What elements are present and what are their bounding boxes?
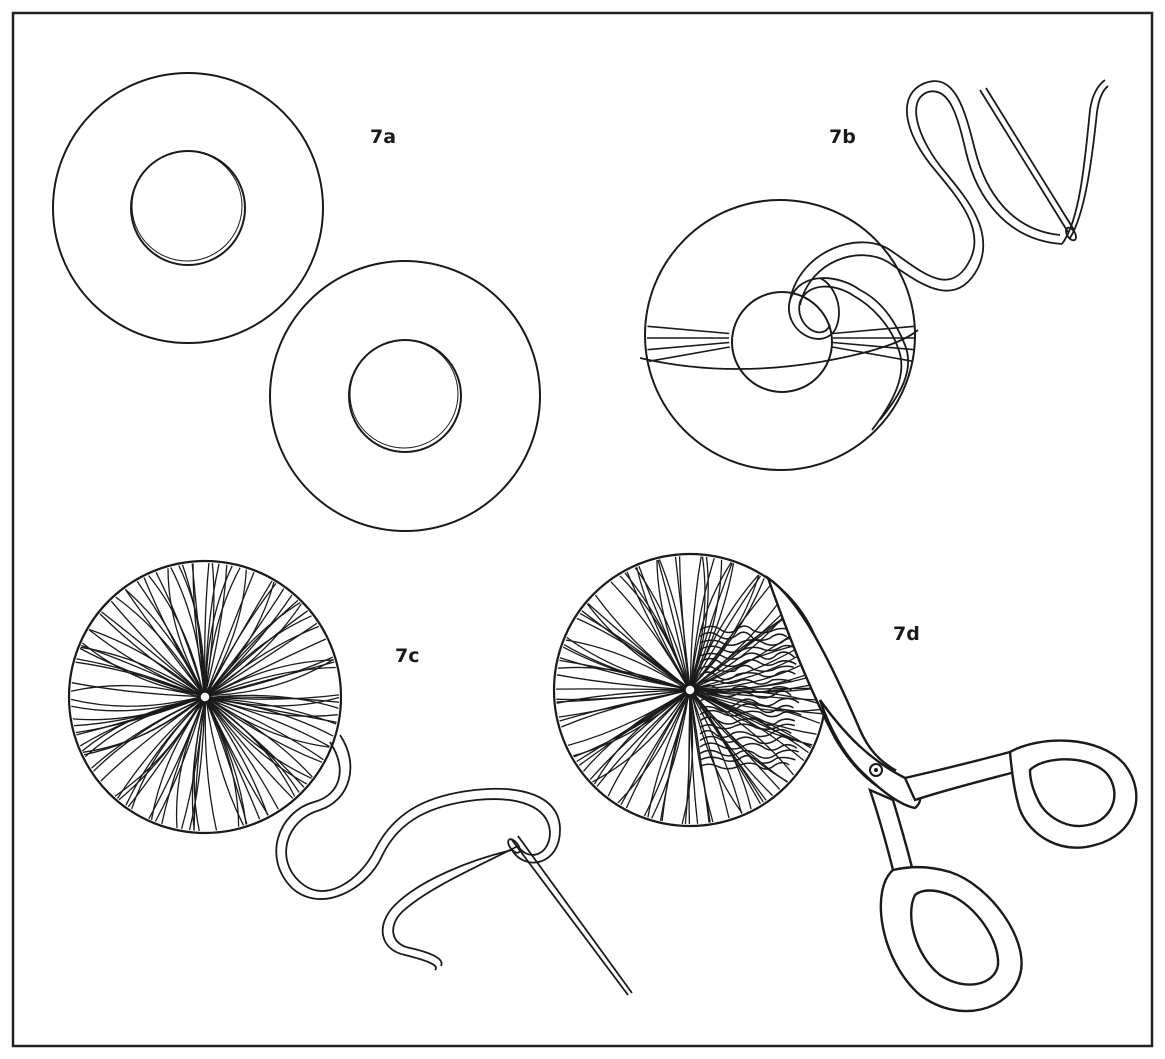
- scissors-icon: [768, 578, 1136, 1011]
- cardboard-ring-icon: [645, 200, 915, 470]
- panel-7a: 7a: [53, 73, 540, 531]
- panel-7d: 7d: [554, 554, 1136, 1011]
- cardboard-ring-icon: [270, 261, 540, 531]
- wound-yarn-strands: [640, 326, 918, 369]
- needle-icon: [506, 836, 632, 995]
- cardboard-ring-icon: [53, 73, 323, 343]
- wound-pompom-icon: [69, 561, 341, 833]
- scissors-pivot-icon: [870, 764, 882, 776]
- panel-label-7a: 7a: [370, 126, 396, 148]
- panel-7c: 7c: [69, 561, 632, 995]
- panel-7b: 7b: [640, 80, 1108, 470]
- panel-label-7d: 7d: [893, 623, 920, 645]
- panel-label-7c: 7c: [395, 645, 419, 667]
- needle-icon: [980, 88, 1078, 242]
- panel-label-7b: 7b: [829, 126, 856, 148]
